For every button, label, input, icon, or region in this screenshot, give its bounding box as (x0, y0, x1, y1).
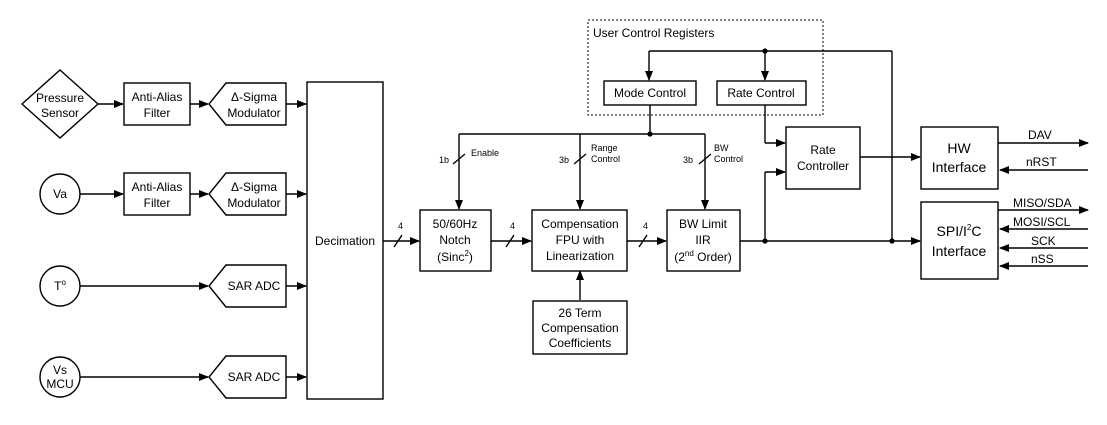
coefficients-line-3: Coefficients (549, 336, 611, 350)
anti-alias-filter-2: Anti-Alias Filter (123, 172, 191, 216)
nrst-signal-label: nRST (1026, 155, 1057, 169)
dav-signal-label: DAV (1028, 128, 1052, 142)
sar-adc-2: SAR ADC (208, 355, 287, 399)
pressure-sensor-source: Pressure Sensor (20, 69, 100, 139)
anti-alias-label: Anti-Alias (132, 180, 183, 194)
vs-label: Vs (53, 363, 67, 377)
range-control-label: Control (591, 154, 620, 164)
sigma-delta-label: Δ-Sigma (231, 90, 277, 104)
compensation-line-1: Compensation (541, 217, 618, 231)
notch-filter-block: 50/60Hz Notch (Sinc2) (419, 209, 492, 272)
sar-adc-label: SAR ADC (228, 370, 281, 384)
bw-limit-line-1: BW Limit (679, 217, 728, 231)
coefficients-line-1: 26 Term (558, 306, 601, 320)
hw-interface-line-2: Interface (932, 159, 987, 175)
bw-limit-line-2: IIR (695, 233, 711, 247)
modulator-label: Modulator (227, 196, 280, 210)
bw-limit-line-3: (2nd Order) (674, 249, 732, 264)
rate-controller-block: Rate Controller (785, 126, 861, 190)
spi-interface-line-2: Interface (932, 243, 987, 259)
anti-alias-label: Anti-Alias (132, 90, 183, 104)
notch-line-3: (Sinc2) (437, 249, 473, 264)
enable-label: Enable (471, 148, 499, 158)
rate-controller-line-2: Controller (797, 159, 849, 173)
decimation-block: Decimation (306, 81, 384, 400)
user-control-registers-group: User Control Registers Mode Control Rate… (587, 19, 824, 116)
sigma-delta-label: Δ-Sigma (231, 180, 277, 194)
sigma-delta-modulator-1: Δ-Sigma Modulator (208, 82, 287, 126)
modulator-label: Modulator (227, 106, 280, 120)
pressure-sensor-label-1: Pressure (36, 91, 84, 105)
notch-line-2: Notch (439, 233, 470, 247)
bw-control-label: Control (714, 154, 743, 164)
bw-limit-iir-block: BW Limit IIR (2nd Order) (666, 209, 741, 272)
compensation-fpu-block: Compensation FPU with Linearization (531, 209, 628, 272)
hw-interface-block: HW Interface (920, 126, 999, 190)
notch-line-1: 50/60Hz (433, 217, 478, 231)
bw-label: BW (714, 143, 729, 153)
pressure-sensor-label-2: Sensor (41, 106, 79, 120)
compensation-coefficients-block: 26 Term Compensation Coefficients (532, 300, 628, 355)
coefficients-line-2: Compensation (541, 321, 618, 335)
miso-sda-signal-label: MISO/SDA (1013, 196, 1072, 210)
range-label: Range (591, 143, 618, 153)
filter-label: Filter (144, 196, 171, 210)
sar-adc-label: SAR ADC (228, 279, 281, 293)
sar-adc-1: SAR ADC (208, 264, 287, 308)
rate-control-label: Rate Control (727, 86, 794, 100)
mcu-label: MCU (46, 377, 73, 391)
vs-mcu-source: Vs MCU (39, 356, 81, 398)
filter-label: Filter (144, 106, 171, 120)
anti-alias-filter-1: Anti-Alias Filter (123, 82, 191, 126)
compensation-line-2: FPU with (556, 233, 605, 247)
compensation-line-3: Linearization (546, 249, 614, 263)
enable-width-label: 1b (439, 155, 449, 165)
user-control-title: User Control Registers (593, 26, 714, 40)
bw-width-label: 3b (683, 155, 693, 165)
temperature-label: To (54, 278, 66, 293)
va-label: Va (53, 187, 67, 201)
connections (80, 48, 1089, 381)
sigma-delta-modulator-2: Δ-Sigma Modulator (208, 172, 287, 216)
mode-control-label: Mode Control (614, 86, 686, 100)
spi-i2c-interface-block: SPI/I2C Interface (920, 201, 999, 280)
bus-width-label: 4 (643, 221, 648, 231)
temperature-source: To (39, 265, 81, 307)
mosi-scl-signal-label: MOSI/SCL (1013, 215, 1071, 229)
decimation-label: Decimation (315, 234, 375, 248)
bus-width-label: 4 (510, 221, 515, 231)
rate-controller-line-1: Rate (810, 143, 836, 157)
sck-signal-label: SCK (1031, 234, 1056, 248)
bus-width-label: 4 (398, 221, 403, 231)
nss-signal-label: nSS (1031, 252, 1054, 266)
range-width-label: 3b (559, 155, 569, 165)
spi-interface-line-1: SPI/I2C (937, 223, 982, 239)
va-source: Va (39, 173, 81, 215)
hw-interface-line-1: HW (947, 140, 971, 156)
